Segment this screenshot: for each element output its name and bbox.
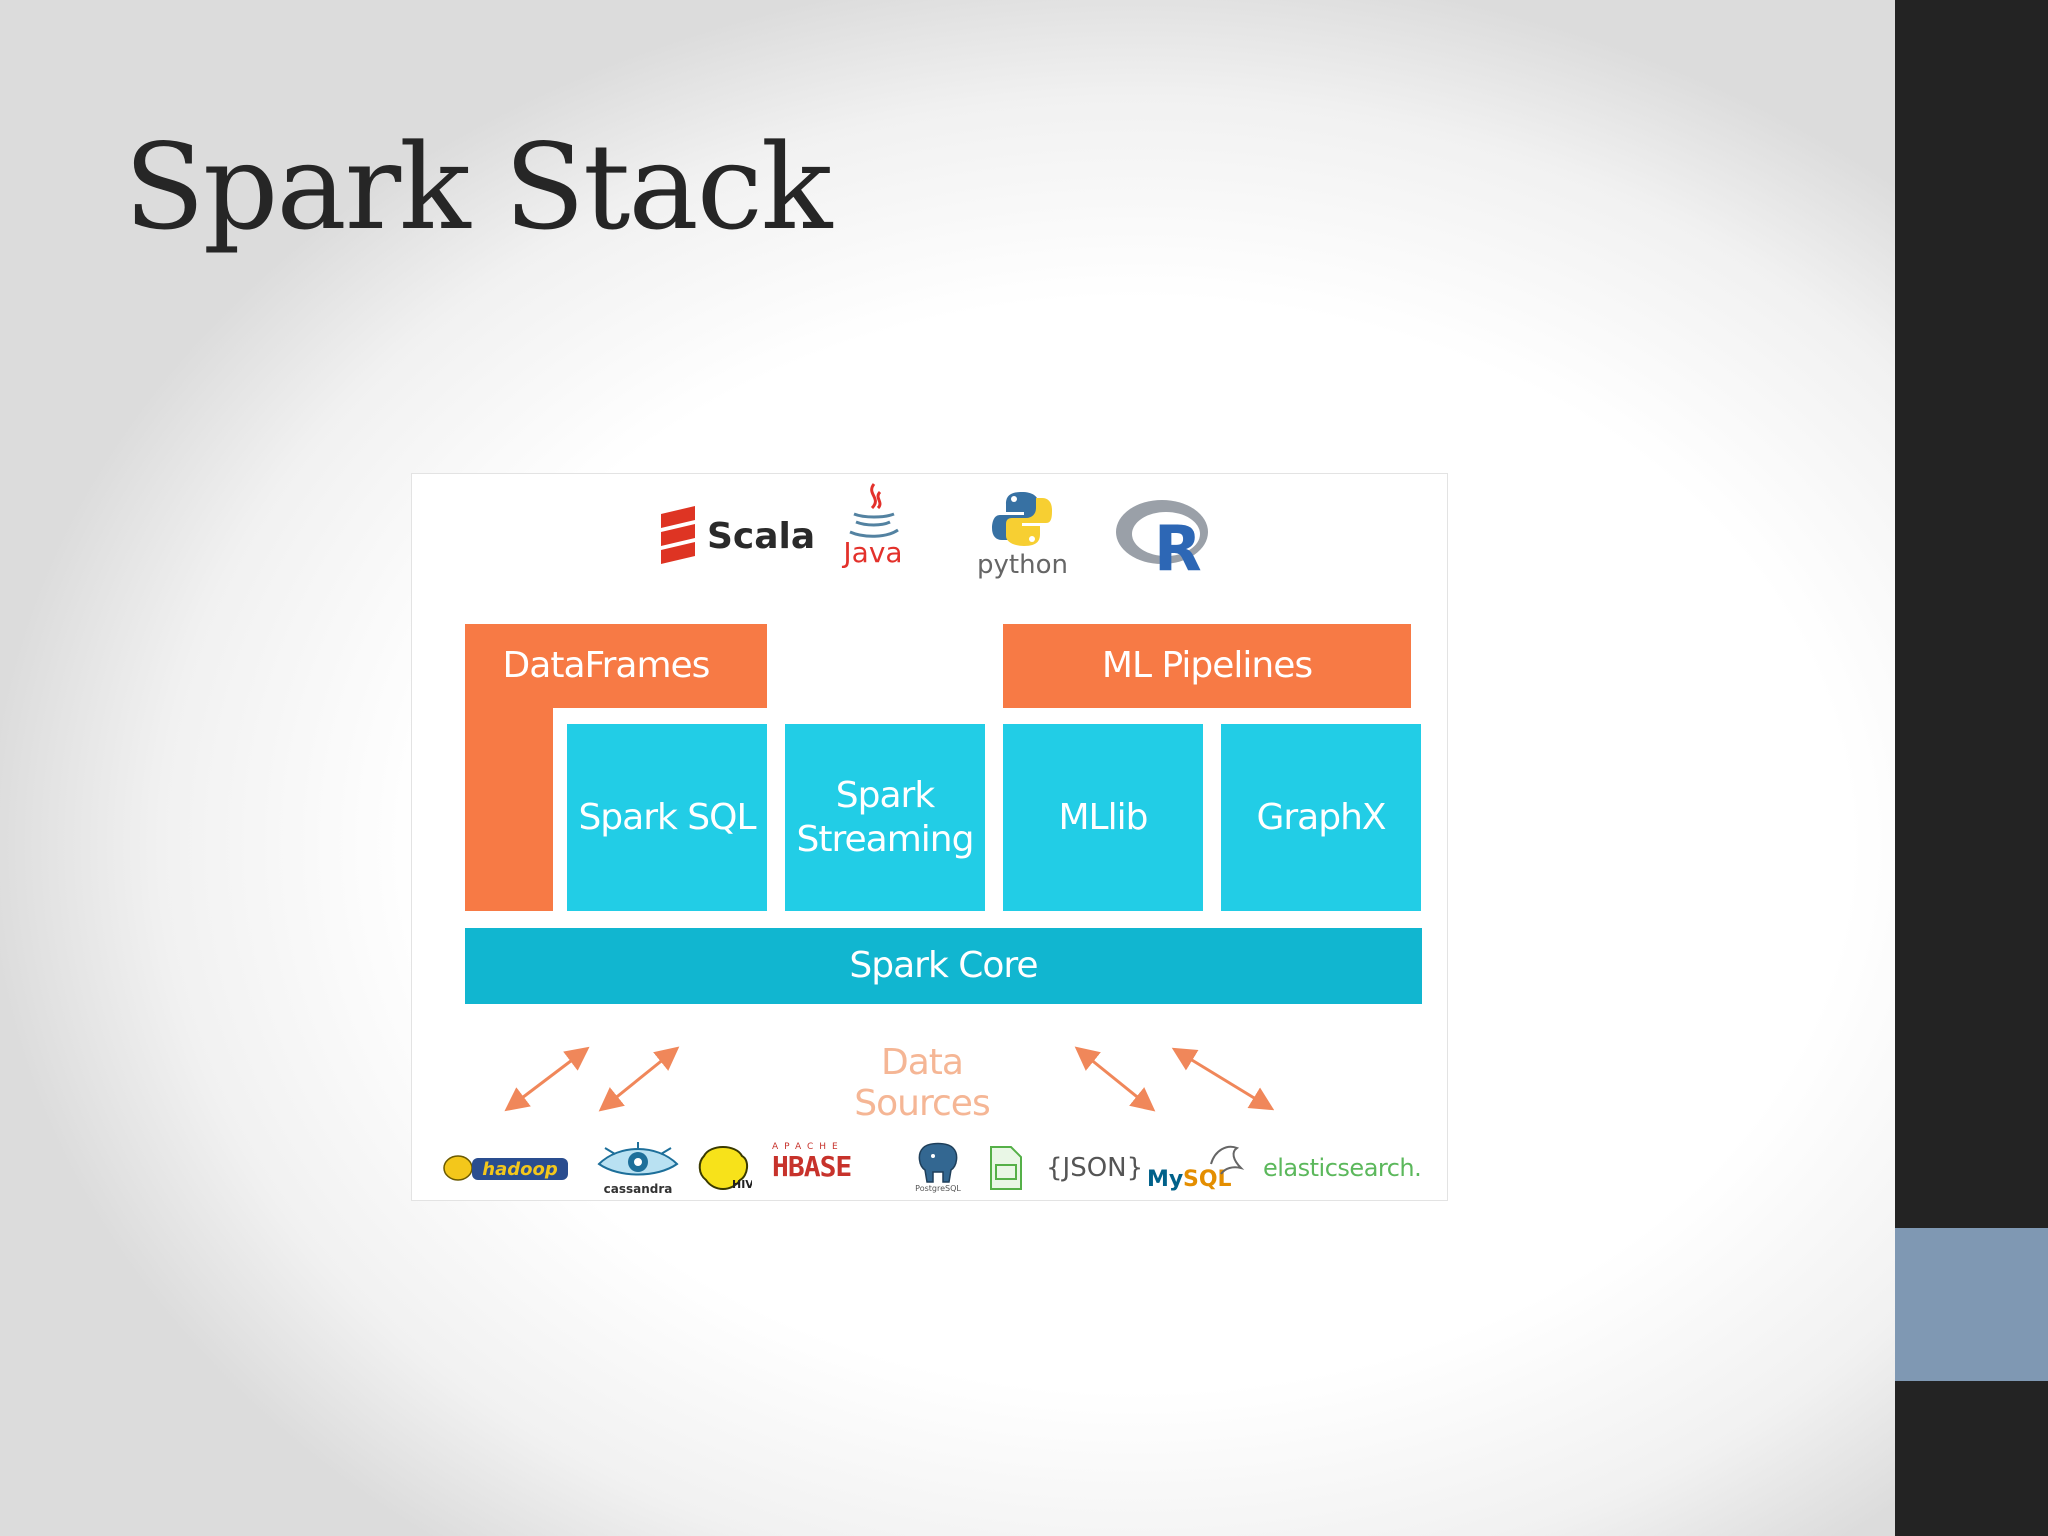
source-cassandra: cassandra [595, 1142, 681, 1200]
spark-sql-label: Spark SQL [578, 796, 756, 838]
ml-pipelines-label: ML Pipelines [1101, 645, 1313, 687]
mllib-block: MLlib [1003, 724, 1203, 911]
cassandra-eye-icon [597, 1142, 679, 1176]
source-hive: HIVE [696, 1142, 752, 1194]
postgresql-label: PostgreSQL [915, 1184, 961, 1193]
svg-text:HIVE: HIVE [732, 1178, 752, 1191]
spark-core-block: Spark Core [465, 928, 1422, 1004]
spark-core-label: Spark Core [849, 945, 1038, 987]
svg-text:My: My [1147, 1167, 1183, 1192]
r-icon: R [1116, 500, 1208, 578]
source-csv [985, 1142, 1025, 1194]
slide-title: Spark Stack [124, 118, 832, 256]
source-mysql: My SQL [1145, 1142, 1251, 1194]
java-label: Java [843, 536, 903, 569]
python-label: python [977, 550, 1068, 580]
language-python: python [977, 488, 1068, 580]
spark-streaming-label-line2: Streaming [796, 818, 975, 860]
source-elasticsearch: elasticsearch. [1263, 1142, 1422, 1194]
language-r: R [1112, 494, 1222, 578]
graphx-block: GraphX [1221, 724, 1421, 911]
spark-sql-block: Spark SQL [567, 724, 767, 911]
hbase-apache-text: APACHE [772, 1142, 844, 1152]
spark-streaming-block: Spark Streaming [785, 724, 985, 911]
data-source-arrows [504, 1046, 1275, 1112]
arrow-3 [1074, 1046, 1156, 1112]
hive-bee-icon: HIVE [698, 1146, 752, 1191]
cassandra-label: cassandra [603, 1182, 673, 1196]
hadoop-elephant-icon: hadoop [443, 1155, 568, 1181]
sidebar-accent-block [1895, 1228, 2048, 1381]
python-icon [992, 492, 1053, 546]
arrow-1 [504, 1046, 590, 1112]
java-icon [849, 483, 899, 538]
json-label: {JSON} [1046, 1153, 1144, 1183]
arrow-2 [598, 1046, 680, 1112]
dataframes-label: DataFrames [502, 645, 711, 687]
hbase-icon: HBASE [772, 1150, 852, 1183]
data-sources-label: Data Sources [854, 1042, 990, 1124]
data-source-logos: hadoop cassandra HIVE APACHE HBASE [412, 1142, 1447, 1200]
spark-stack-diagram: Scala Java python R DataFrames ML Pipe [411, 473, 1448, 1201]
ml-pipelines-block: ML Pipelines [1003, 624, 1411, 708]
postgresql-elephant-icon [918, 1142, 958, 1183]
source-hadoop: hadoop [440, 1142, 572, 1194]
arrow-4 [1171, 1047, 1275, 1111]
dataframes-block: DataFrames [465, 624, 767, 708]
csv-file-icon [990, 1146, 1022, 1190]
graphx-label: GraphX [1256, 796, 1386, 838]
source-json: {JSON} [1046, 1142, 1143, 1194]
language-java: Java [840, 480, 906, 569]
mysql-dolphin-icon: My SQL [1147, 1145, 1245, 1192]
source-hbase: APACHE HBASE [772, 1142, 852, 1194]
svg-text:hadoop: hadoop [482, 1159, 558, 1180]
language-scala: Scala [655, 504, 815, 568]
elasticsearch-icon: elasticsearch. [1263, 1154, 1422, 1182]
source-postgresql: PostgreSQL [913, 1142, 963, 1200]
scala-label: Scala [707, 515, 816, 557]
spark-streaming-label-line1: Spark [835, 775, 935, 817]
mllib-label: MLlib [1058, 796, 1149, 838]
scala-icon [661, 506, 695, 564]
svg-text:R: R [1154, 512, 1202, 578]
